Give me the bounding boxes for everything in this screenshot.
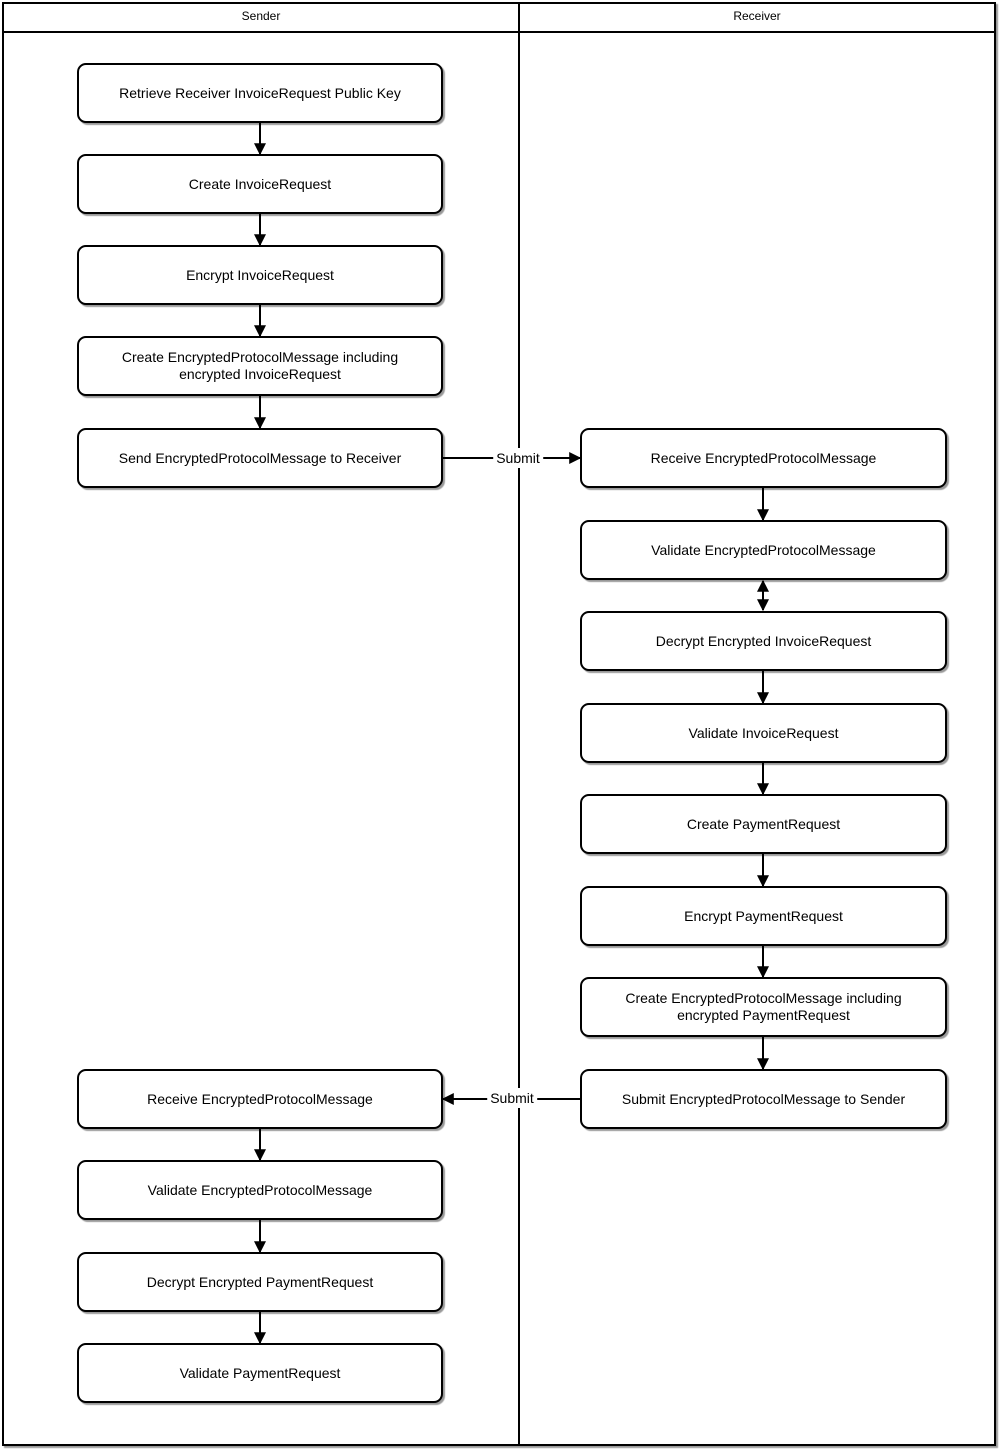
receiver-node-submit-encryptedprotocolmessage: Submit EncryptedProtocolMessage to Sende…	[580, 1069, 947, 1129]
receiver-node-create-encryptedprotocolmessage: Create EncryptedProtocolMessage includin…	[580, 977, 947, 1037]
sender-node-decrypt-paymentrequest: Decrypt Encrypted PaymentRequest	[77, 1252, 443, 1312]
receiver-node-decrypt-invoicerequest: Decrypt Encrypted InvoiceRequest	[580, 611, 947, 671]
lane-header-divider	[2, 31, 996, 33]
receiver-node-validate-invoicerequest: Validate InvoiceRequest	[580, 703, 947, 763]
lane-title-sender: Sender	[241, 9, 281, 23]
sender-node-validate-paymentrequest: Validate PaymentRequest	[77, 1343, 443, 1403]
sender-node-encrypt-invoicerequest: Encrypt InvoiceRequest	[77, 245, 443, 305]
sender-node-create-invoicerequest: Create InvoiceRequest	[77, 154, 443, 214]
lane-title-receiver: Receiver	[733, 9, 781, 23]
sender-node-create-encryptedprotocolmessage: Create EncryptedProtocolMessage includin…	[77, 336, 443, 396]
receiver-node-encrypt-paymentrequest: Encrypt PaymentRequest	[580, 886, 947, 946]
sender-node-retrieve-public-key: Retrieve Receiver InvoiceRequest Public …	[77, 63, 443, 123]
lane-divider	[518, 2, 520, 1446]
receiver-node-validate-encryptedprotocolmessage: Validate EncryptedProtocolMessage	[580, 520, 947, 580]
receiver-node-receive-encryptedprotocolmessage: Receive EncryptedProtocolMessage	[580, 428, 947, 488]
sender-node-receive-encryptedprotocolmessage: Receive EncryptedProtocolMessage	[77, 1069, 443, 1129]
receiver-node-create-paymentrequest: Create PaymentRequest	[580, 794, 947, 854]
sender-node-validate-encryptedprotocolmessage: Validate EncryptedProtocolMessage	[77, 1160, 443, 1220]
edge-label-submit-to-receiver: Submit	[493, 448, 543, 468]
sender-node-send-encryptedprotocolmessage: Send EncryptedProtocolMessage to Receive…	[77, 428, 443, 488]
edge-label-submit-to-sender: Submit	[487, 1088, 537, 1108]
